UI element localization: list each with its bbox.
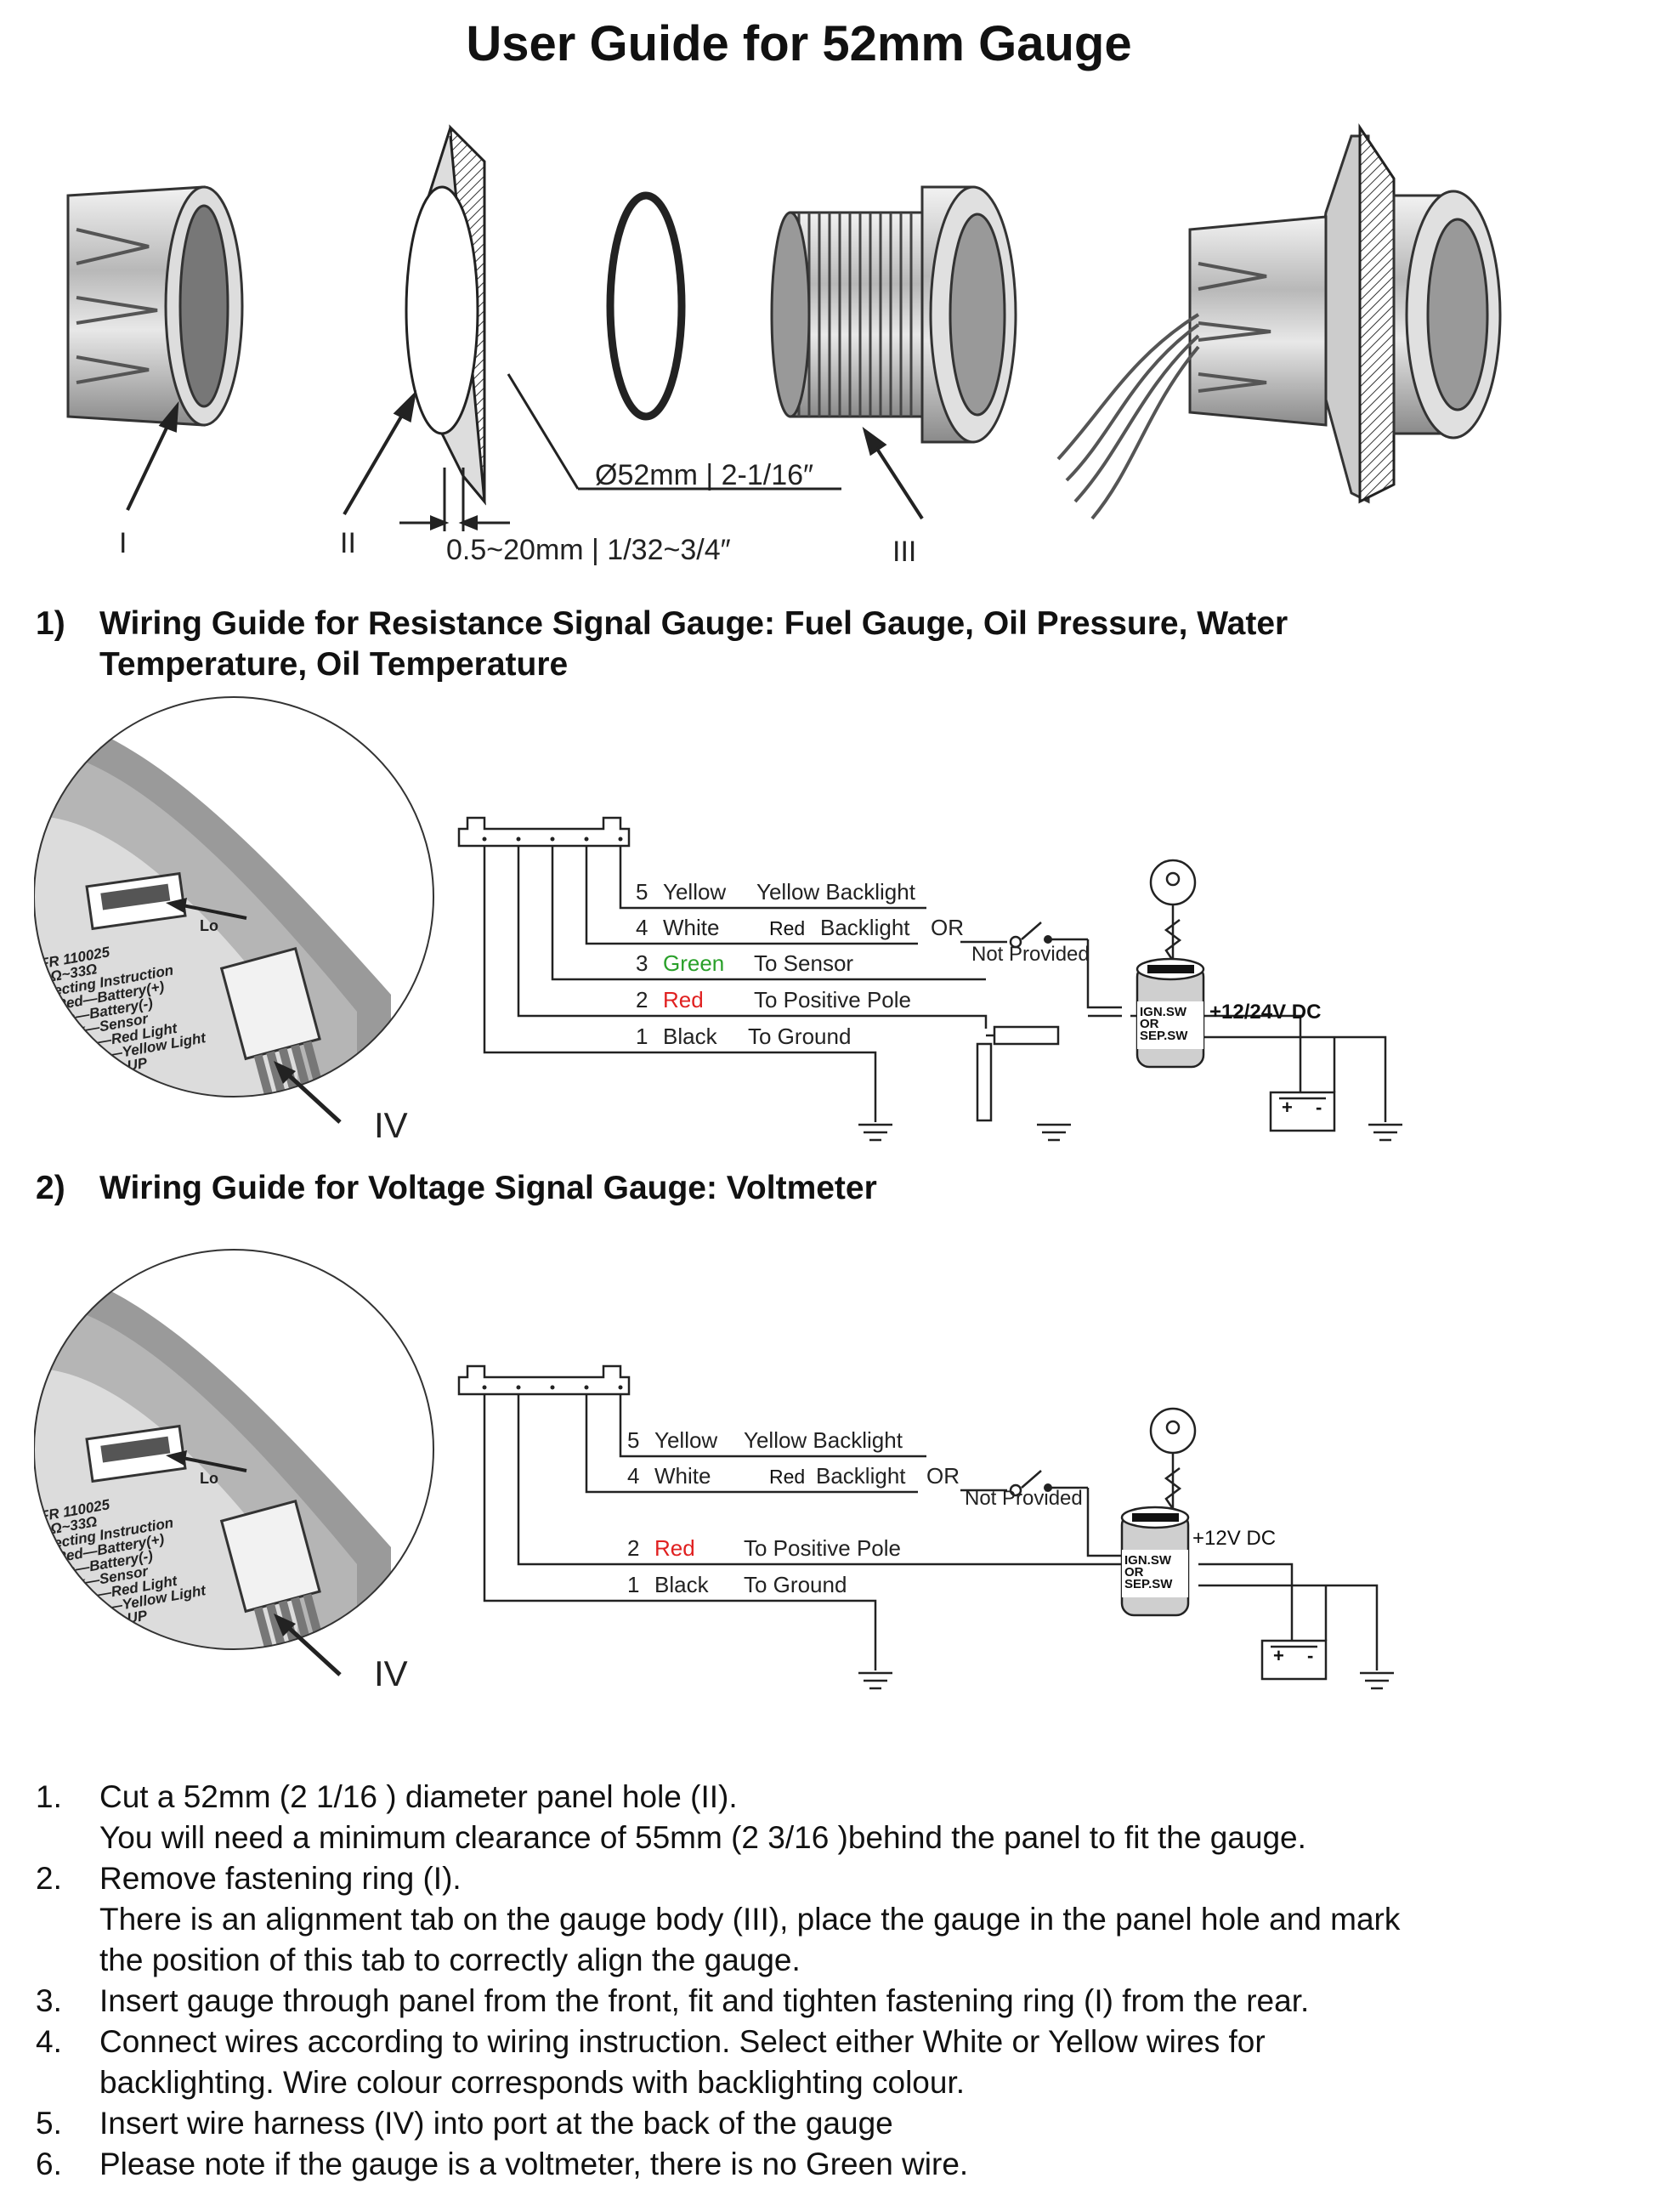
instruction-line: You will need a minimum clearance of 55m…	[99, 1820, 1306, 1855]
connector-closeup-2: FR 110025 0Ω~33Ω necting Instruction Red…	[34, 1249, 434, 1676]
svg-text:1: 1	[636, 1024, 648, 1049]
svg-text:OR: OR	[926, 1463, 960, 1489]
connector-closeup-1: FR 110025 0Ω~33Ω necting Instruction Red…	[34, 696, 434, 1124]
svg-text:Yellow Backlight: Yellow Backlight	[756, 879, 916, 905]
part-label-ii: II	[340, 527, 356, 559]
svg-text:IGN.SW: IGN.SW	[1124, 1553, 1172, 1568]
instruction-line: 2.Remove fastening ring (I).	[36, 1861, 462, 1896]
svg-text:Backlight: Backlight	[816, 1463, 906, 1489]
svg-text:Lo: Lo	[200, 917, 218, 934]
section2-number: 2)	[36, 1170, 65, 1206]
section1-title: Wiring Guide for Resistance Signal Gauge…	[99, 605, 1288, 683]
svg-text:2: 2	[627, 1535, 639, 1561]
svg-text:Backlight: Backlight	[820, 915, 910, 940]
supply-label-1: +12/24V DC	[1209, 1001, 1321, 1024]
svg-text:2: 2	[636, 987, 648, 1012]
svg-text:Not Provided: Not Provided	[965, 1487, 1083, 1510]
svg-text:Red: Red	[769, 1466, 805, 1488]
section2-title: Wiring Guide for Voltage Signal Gauge: V…	[99, 1170, 877, 1206]
section1-heading: 1) Wiring Guide for Resistance Signal Ga…	[36, 604, 1481, 689]
svg-text:4: 4	[627, 1463, 639, 1489]
svg-text:OR: OR	[1140, 1017, 1159, 1031]
instruction-line: the position of this tab to correctly al…	[99, 1943, 801, 1977]
svg-text:Black: Black	[663, 1024, 718, 1049]
harness-label-1: IV	[374, 1105, 408, 1145]
svg-text:Yellow: Yellow	[654, 1427, 717, 1453]
svg-text:Red: Red	[663, 987, 704, 1012]
thickness-label: 0.5~20mm | 1/32~3/4″	[446, 534, 731, 566]
svg-text:OR: OR	[1124, 1565, 1144, 1580]
instruction-line: There is an alignment tab on the gauge b…	[99, 1902, 1401, 1937]
svg-text:OR: OR	[931, 915, 964, 940]
instruction-line: backlighting. Wire colour corresponds wi…	[99, 2065, 966, 2100]
supply-label-2: +12V DC	[1192, 1527, 1276, 1550]
page-title: User Guide for 52mm Gauge	[466, 16, 1132, 71]
svg-text:Green: Green	[663, 950, 724, 976]
diameter-label: Ø52mm | 2-1/16″	[595, 459, 813, 491]
instruction-line: 3.Insert gauge through panel from the fr…	[36, 1983, 1310, 2018]
parts-illustration: I II III Ø52mm | 2-1/16″ 0.5~20mm | 1/32…	[66, 123, 1502, 568]
assembled-gauge	[1056, 123, 1502, 520]
fastening-ring-part	[66, 185, 244, 427]
svg-text:To Positive Pole: To Positive Pole	[754, 987, 911, 1012]
svg-text:To Ground: To Ground	[748, 1024, 851, 1049]
o-ring-part	[606, 191, 686, 421]
section1-number: 1)	[36, 605, 65, 642]
svg-text:Lo: Lo	[200, 1470, 218, 1487]
wiring-diagram-1: IGN.SW OR SEP.SW +12/24V DC + - 5 Yellow…	[457, 816, 1402, 1142]
svg-text:Red: Red	[654, 1535, 695, 1561]
part-label-iii: III	[892, 536, 916, 568]
panel-part	[405, 124, 486, 506]
wiring-diagram-2: IGN.SW OR SEP.SW +12V DC + - 5 Yellow Ye…	[457, 1364, 1394, 1690]
svg-text:Red: Red	[769, 917, 805, 939]
svg-text:5: 5	[627, 1427, 639, 1453]
svg-text:To Sensor: To Sensor	[754, 950, 853, 976]
svg-text:3: 3	[636, 950, 648, 976]
svg-text:4: 4	[636, 915, 648, 940]
instructions-list: 1.Cut a 52mm (2 1/16 ) diameter panel ho…	[36, 1777, 1634, 2185]
gauge-body-part	[770, 185, 1017, 444]
svg-text:+: +	[1273, 1645, 1284, 1666]
svg-text:Yellow: Yellow	[663, 879, 726, 905]
svg-text:1: 1	[627, 1572, 639, 1597]
svg-text:Yellow Backlight: Yellow Backlight	[744, 1427, 903, 1453]
svg-text:IGN.SW: IGN.SW	[1140, 1005, 1187, 1019]
svg-text:5: 5	[636, 879, 648, 905]
svg-text:Black: Black	[654, 1572, 710, 1597]
instruction-line: 1.Cut a 52mm (2 1/16 ) diameter panel ho…	[36, 1779, 738, 1814]
svg-text:-: -	[1307, 1645, 1313, 1666]
svg-text:-: -	[1316, 1097, 1322, 1118]
svg-text:To Ground: To Ground	[744, 1572, 847, 1597]
svg-text:+: +	[1282, 1097, 1293, 1118]
part-label-i: I	[119, 527, 127, 559]
instruction-line: 4.Connect wires according to wiring inst…	[36, 2024, 1266, 2059]
svg-text:To Positive Pole: To Positive Pole	[744, 1535, 901, 1561]
harness-label-2: IV	[374, 1653, 408, 1693]
section2-heading: 2) Wiring Guide for Voltage Signal Gauge…	[36, 1168, 1481, 1211]
svg-text:SEP.SW: SEP.SW	[1124, 1577, 1173, 1591]
svg-text:SEP.SW: SEP.SW	[1140, 1029, 1188, 1043]
instruction-line: 6.Please note if the gauge is a voltmete…	[36, 2147, 969, 2181]
instruction-line: 5.Insert wire harness (IV) into port at …	[36, 2106, 893, 2141]
svg-text:Not Provided: Not Provided	[971, 943, 1090, 966]
svg-text:White: White	[654, 1463, 711, 1489]
svg-text:White: White	[663, 915, 719, 940]
